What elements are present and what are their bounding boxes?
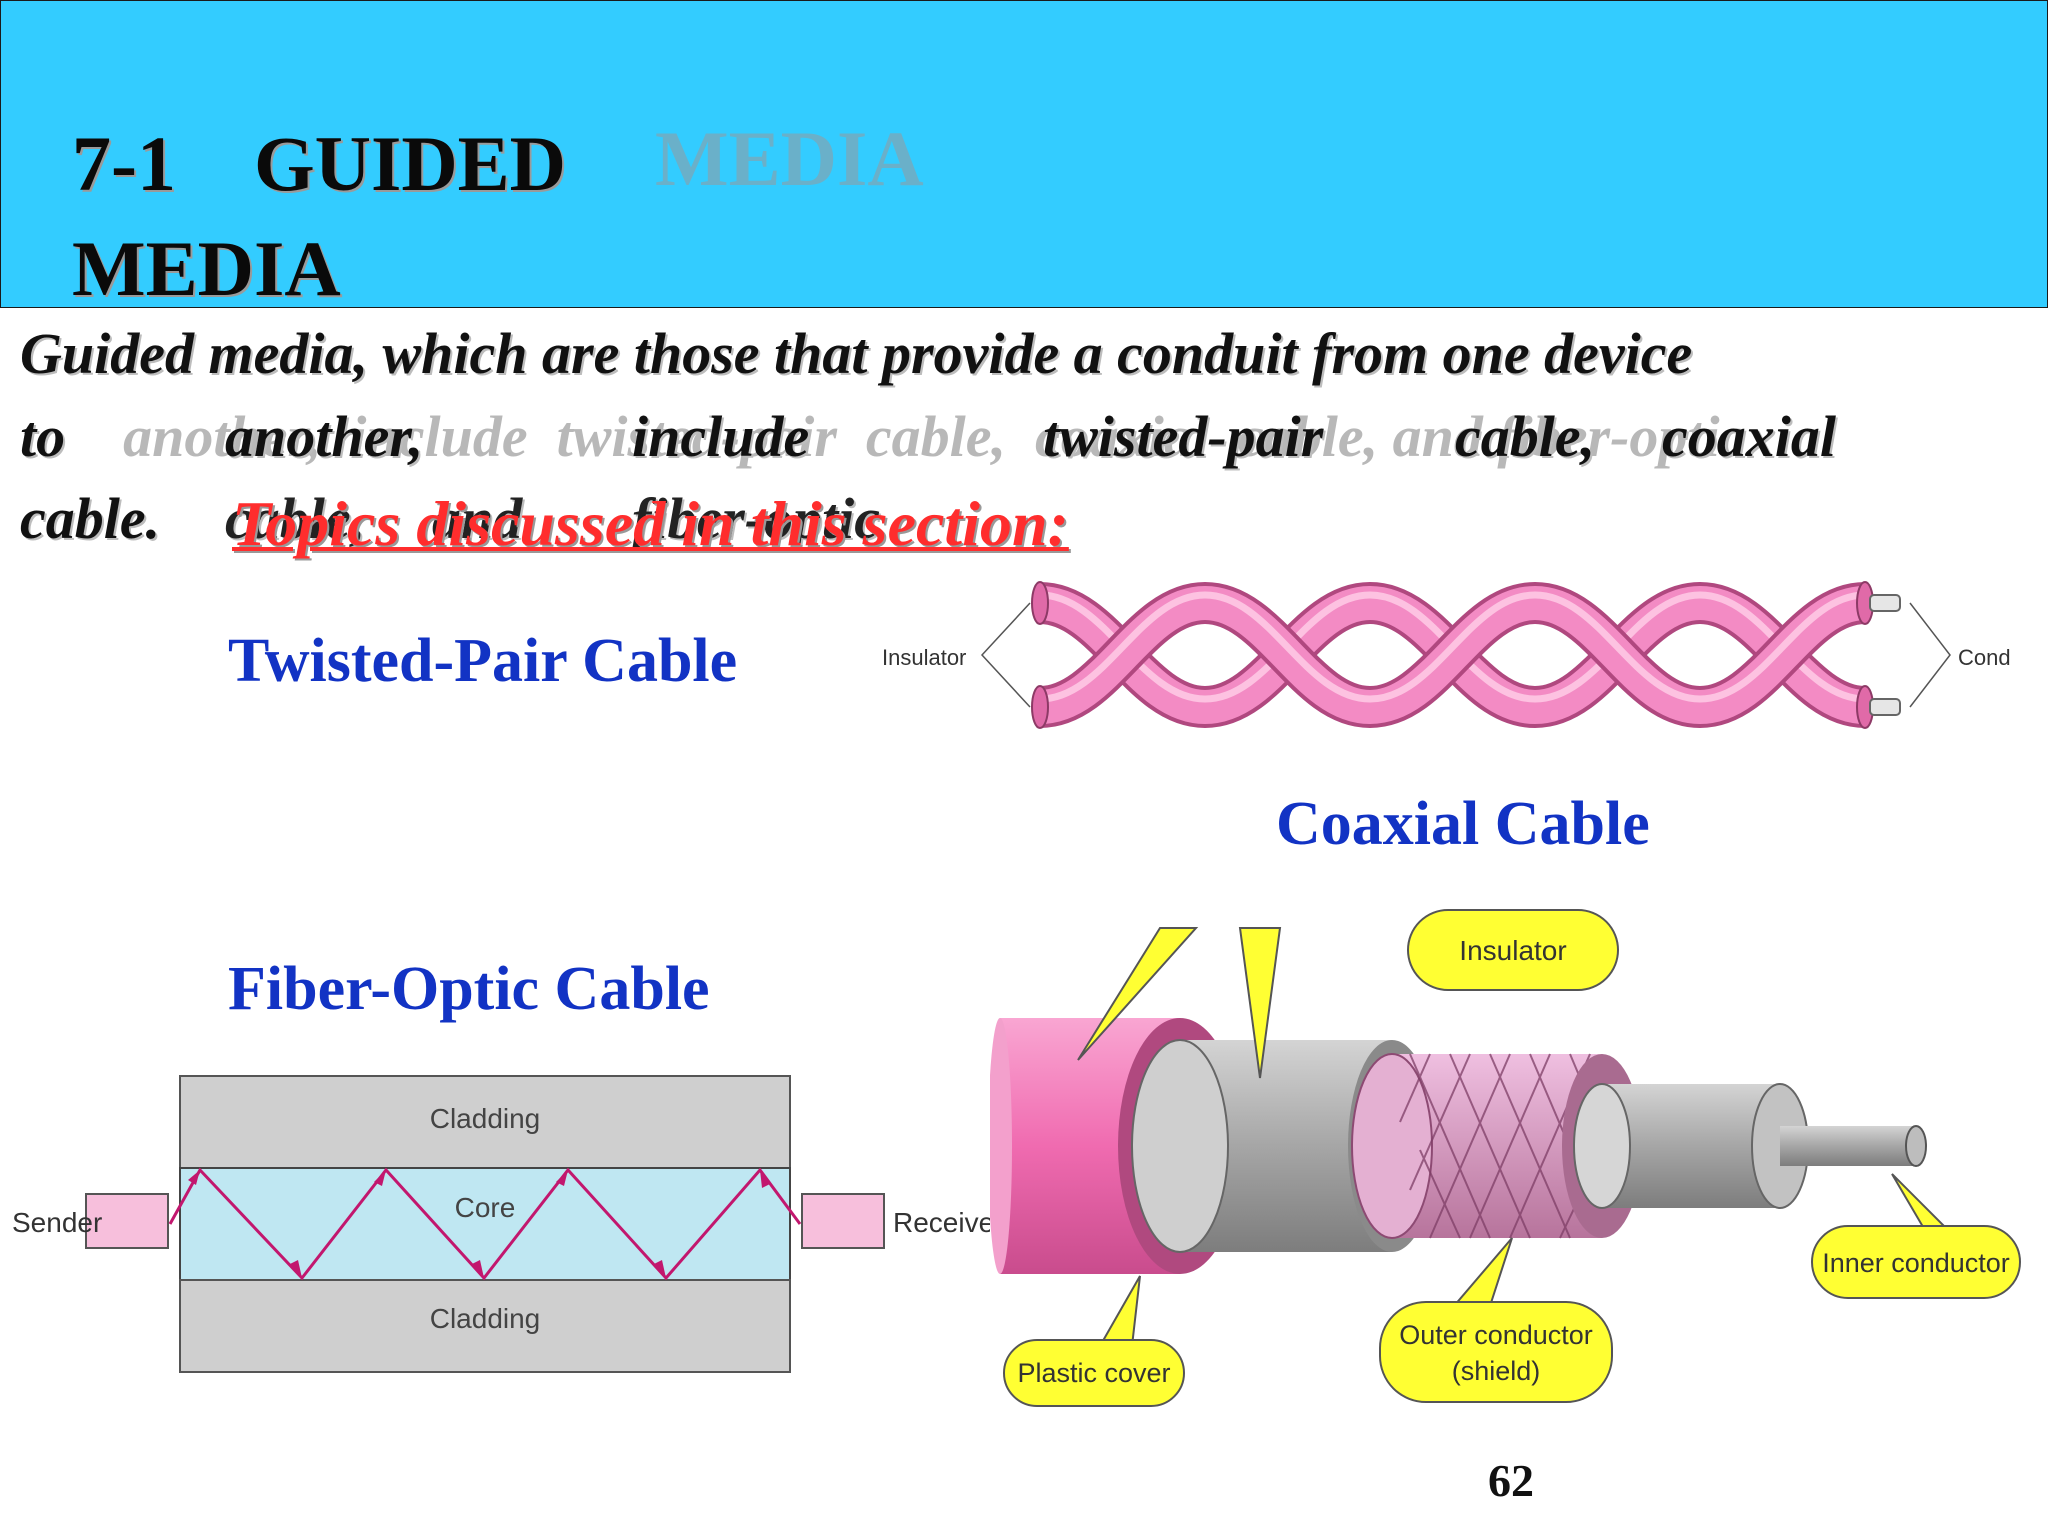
intro-word: cable. — [20, 486, 161, 551]
intro-word: coaxial — [1662, 404, 1836, 469]
inner-insulator — [1573, 1083, 1809, 1209]
topics-heading: Topics discussed in this section: — [232, 488, 1069, 559]
topic-coaxial: Coaxial Cable — [1276, 790, 1650, 858]
slide-title-line-1: 7-1 GUIDED — [72, 120, 567, 207]
intro-word: twisted-pair — [1043, 404, 1324, 469]
label-insulator: Insulator — [1459, 935, 1566, 966]
callout-inner-conductor: Inner conductor — [1811, 1173, 2021, 1299]
topic-fiber-optic: Fiber-Optic Cable — [228, 955, 710, 1023]
receiver-box — [801, 1193, 885, 1249]
callout-plastic-cover: Plastic cover — [1003, 1275, 1185, 1407]
coaxial-diagram: Insulator Inner conductor Outer conducto… — [990, 909, 2021, 1407]
intro-ghost-line-1: Guided media, which are those that provi… — [20, 321, 1693, 386]
label-inner-conductor: Inner conductor — [1822, 1248, 2010, 1278]
page-number: 62 — [1488, 1455, 1534, 1506]
label-sender: Sender — [12, 1207, 102, 1238]
label-cladding-top: Cladding — [430, 1103, 541, 1134]
intro-word: include — [632, 404, 810, 469]
intro-word: to — [20, 404, 66, 469]
fiber-optic-diagram: Cladding Core Cladding Sender Receiver — [12, 1075, 990, 1373]
intro-ghost-line-2: to another, include twisted-pair cable, … — [20, 404, 1746, 469]
twisted-wire-b — [1038, 581, 1867, 729]
intro-word: another, — [225, 404, 424, 469]
label-plastic-cover: Plastic cover — [1017, 1358, 1170, 1388]
cladding-top — [179, 1075, 791, 1169]
sender-box — [85, 1193, 169, 1249]
label-cladding-bottom: Cladding — [430, 1303, 541, 1334]
inner-conductor — [1780, 1125, 1927, 1167]
conductor-tip — [1869, 698, 1901, 716]
slide-title-line-2: MEDIA — [72, 225, 341, 312]
intro-line-1: Guided media, which are those that provi… — [20, 321, 1693, 386]
twisted-label-insulator: Insulator — [882, 645, 966, 670]
title-ghost-text: MEDIA — [655, 115, 924, 202]
label-outer-conductor-shield: (shield) — [1452, 1356, 1541, 1386]
label-outer-conductor: Outer conductor — [1399, 1320, 1593, 1350]
callout-outer-conductor: Outer conductor (shield) — [1379, 1237, 1613, 1403]
intro-word: and — [432, 486, 523, 551]
twisted-pair-diagram: Insulator Conductors — [882, 581, 2010, 729]
intro-word: fiber-optic — [632, 486, 881, 551]
cladding-bottom — [179, 1279, 791, 1373]
title-banner — [0, 0, 2048, 308]
callout-insulator: Insulator — [1077, 909, 1619, 1079]
conductor-tip — [1869, 594, 1901, 612]
insulator-layer — [1131, 1039, 1436, 1253]
topic-twisted-pair: Twisted-Pair Cable — [228, 627, 738, 695]
label-receiver: Receiver — [893, 1207, 990, 1238]
intro-word: cable, — [225, 486, 366, 551]
fiber-core — [179, 1167, 791, 1281]
label-core: Core — [455, 1192, 516, 1223]
twisted-label-conductors: Conductors — [1958, 645, 2010, 670]
intro-word: cable, — [1455, 404, 1596, 469]
